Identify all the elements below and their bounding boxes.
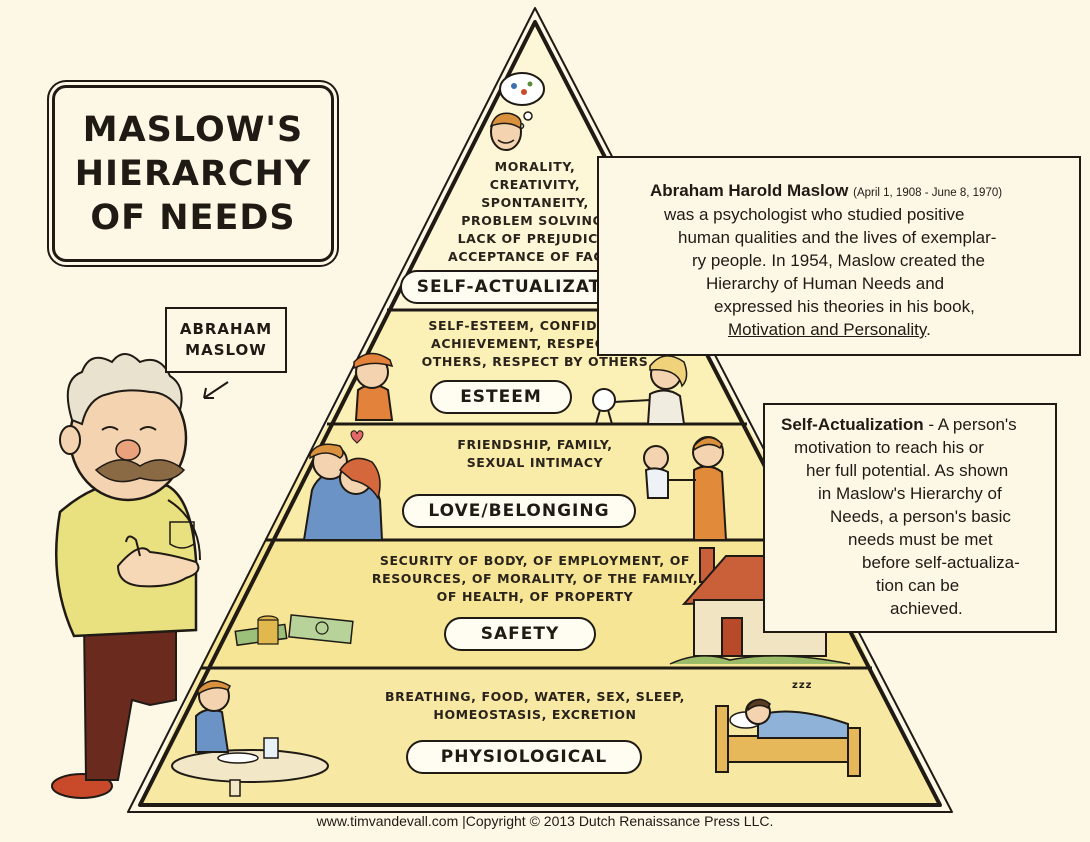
need-line: PROBLEM SOLVING,: [461, 213, 609, 228]
self-actualization-needs: MORALITY, CREATIVITY, SPONTANEITY, PROBL…: [430, 158, 640, 266]
bio-dates: (April 1, 1908 - June 8, 1970): [853, 187, 1003, 199]
definition-first-line: - A person's: [923, 415, 1017, 434]
definition-line: her full potential. As shown: [806, 461, 1009, 480]
maslow-pocket: [169, 521, 195, 549]
maslow-pants: [82, 619, 177, 781]
thinking-boy: [489, 72, 545, 151]
definition-line: motivation to reach his or: [794, 438, 984, 457]
need-line: OF HEALTH, OF PROPERTY: [436, 589, 634, 604]
copyright-footer: www.timvandevall.com |Copyright © 2013 D…: [316, 813, 774, 829]
bed-footboard: [847, 727, 861, 777]
sleeping-boy: [715, 698, 861, 777]
definition-line: achieved.: [890, 599, 963, 618]
need-line: BREATHING, FOOD, WATER, SEX, SLEEP,: [384, 689, 686, 704]
love-needs: FRIENDSHIP, FAMILY, SEXUAL INTIMACY: [410, 436, 660, 472]
need-line: SEXUAL INTIMACY: [466, 455, 604, 470]
title-box: MASLOW'S HIERARCHY OF NEEDS: [52, 85, 334, 262]
definition-line: in Maslow's Hierarchy of: [818, 484, 1002, 503]
love-figures: [302, 430, 728, 541]
band-physiological: [140, 668, 940, 805]
money-pile: [234, 614, 354, 647]
definition-box: [763, 403, 1057, 633]
need-line: CREATIVITY,: [489, 177, 581, 192]
bio-line: was a psychologist who studied positive: [664, 205, 965, 224]
need-line: RESOURCES, OF MORALITY, OF THE FAMILY,: [371, 571, 699, 586]
title-line: OF NEEDS: [90, 197, 296, 238]
level-label-esteem: ESTEEM: [430, 380, 572, 414]
level-label-physiological: PHYSIOLOGICAL: [406, 740, 642, 774]
definition-line: Needs, a person's basic: [830, 507, 1011, 526]
definition-heading: Self-Actualization - A person's: [781, 414, 1017, 436]
boy-body: [354, 384, 394, 421]
eating-boy: [171, 680, 329, 797]
bio-box: [597, 156, 1081, 356]
title-line: MASLOW'S: [82, 109, 304, 150]
level-label-safety: SAFETY: [444, 617, 596, 651]
level-label-love-belonging: LOVE/BELONGING: [402, 494, 636, 528]
table: [171, 749, 329, 783]
girl-body: [646, 389, 686, 425]
maslow-hair: [66, 353, 183, 426]
bio-book-suffix: .: [926, 320, 931, 339]
bio-line: ry people. In 1954, Maslow created the: [692, 251, 985, 270]
maslow-hand: [116, 547, 200, 588]
need-line: ACCEPTANCE OF FACTS: [448, 249, 622, 264]
need-line: ACHIEVEMENT, RESPECT OF: [431, 336, 639, 351]
house-door: [721, 617, 743, 657]
thought-bubble: [499, 72, 545, 106]
bio-line: human qualities and the lives of exempla…: [678, 228, 997, 247]
definition-line: needs must be met: [848, 530, 993, 549]
maslow-figure: [51, 353, 229, 799]
esteem-kids: [353, 352, 688, 425]
band-love: [265, 424, 811, 540]
sleep-zzz: zzz: [792, 680, 813, 691]
definition-line: tion can be: [876, 576, 960, 595]
bio-name: Abraham Harold Maslow: [650, 181, 849, 200]
need-line: HOMEOSTASIS, EXCRETION: [433, 707, 637, 722]
title-line: HIERARCHY: [74, 153, 312, 194]
bio-book-line: Motivation and Personality.: [728, 319, 931, 341]
definition-line: before self-actualiza-: [862, 553, 1020, 572]
bed-frame: [727, 735, 849, 763]
definition-term: Self-Actualization: [781, 415, 924, 434]
need-line: SECURITY OF BODY, OF EMPLOYMENT, OF: [379, 553, 691, 568]
name-label: ABRAHAM MASLOW: [165, 307, 287, 373]
heart-icon: [350, 430, 364, 444]
name-line: ABRAHAM: [179, 320, 273, 338]
need-line: MORALITY,: [494, 159, 576, 174]
need-line: SPONTANEITY,: [481, 195, 589, 210]
name-line: MASLOW: [185, 341, 267, 359]
bio-line: expressed his theories in his book,: [714, 297, 975, 316]
bio-book-title: Motivation and Personality: [728, 320, 927, 339]
need-line: SELF-ESTEEM, CONFIDENCE,: [428, 318, 642, 333]
need-line: OTHERS, RESPECT BY OTHERS: [421, 354, 649, 369]
bio-heading: Abraham Harold Maslow (April 1, 1908 - J…: [650, 180, 1002, 204]
need-line: FRIENDSHIP, FAMILY,: [457, 437, 613, 452]
physiological-needs: BREATHING, FOOD, WATER, SEX, SLEEP, HOME…: [350, 688, 720, 724]
esteem-needs: SELF-ESTEEM, CONFIDENCE, ACHIEVEMENT, RE…: [400, 317, 670, 371]
pointer-arrow-icon: [203, 381, 229, 399]
ribbon-award-icon: [592, 388, 616, 412]
safety-needs: SECURITY OF BODY, OF EMPLOYMENT, OF RESO…: [330, 552, 740, 606]
glass-icon: [263, 737, 279, 759]
bio-line: Hierarchy of Human Needs and: [706, 274, 945, 293]
need-line: LACK OF PREJUDICE,: [457, 231, 613, 246]
